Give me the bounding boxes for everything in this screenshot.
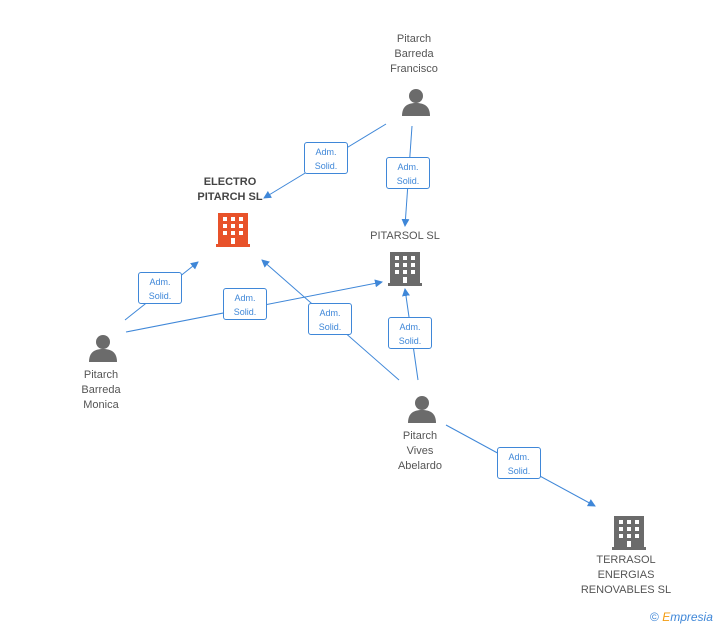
node-label: Pitarch Barreda Monica [81, 369, 121, 411]
edge-label: Adm. Solid. [223, 288, 267, 320]
empresia-logo[interactable]: © Empresia [650, 610, 713, 624]
edge-label-line: Solid. [148, 291, 172, 301]
edge-label-line: Solid. [507, 466, 531, 476]
edge-label-line: Adm. [149, 277, 171, 287]
edge-label-line: Adm. [399, 322, 421, 332]
node-francisco[interactable]: Pitarch Barreda Francisco [364, 32, 464, 77]
node-label: PITARSOL SL [370, 230, 440, 242]
node-terrasol[interactable]: TERRASOL ENERGIAS RENOVABLES SL [566, 553, 686, 598]
edge-label-line: Adm. [508, 452, 530, 462]
edge-label-line: Solid. [396, 176, 420, 186]
building-icon-electro [216, 213, 250, 247]
node-label: ELECTRO PITARCH SL [197, 176, 263, 203]
node-monica[interactable]: Pitarch Barreda Monica [51, 368, 151, 413]
person-icon-francisco [402, 89, 430, 116]
edge-label-line: Solid. [233, 307, 257, 317]
edge-label: Adm. Solid. [304, 142, 348, 174]
edge-label: Adm. Solid. [138, 272, 182, 304]
node-pitarsol[interactable]: PITARSOL SL [350, 229, 460, 244]
person-icon-monica [89, 335, 117, 362]
edge-label-line: Solid. [318, 322, 342, 332]
edge-label: Adm. Solid. [497, 447, 541, 479]
edge-label-line: Adm. [234, 293, 256, 303]
node-abelardo[interactable]: Pitarch Vives Abelardo [370, 429, 470, 474]
edge-label: Adm. Solid. [388, 317, 432, 349]
building-icon-terrasol [612, 516, 646, 550]
edge-label-line: Solid. [314, 161, 338, 171]
brand-initial: E [662, 610, 671, 624]
person-icon-abelardo [408, 396, 436, 423]
node-label: TERRASOL ENERGIAS RENOVABLES SL [580, 554, 672, 596]
node-electro-pitarch[interactable]: ELECTRO PITARCH SL [180, 175, 280, 205]
edge-label-line: Adm. [315, 147, 337, 157]
copyright-icon: © [650, 610, 659, 624]
edge-label-line: Solid. [398, 336, 422, 346]
node-label: Pitarch Barreda Francisco [390, 33, 438, 75]
node-label: Pitarch Vives Abelardo [397, 430, 443, 472]
edge-label: Adm. Solid. [386, 157, 430, 189]
edge-label-line: Adm. [319, 308, 341, 318]
building-icon-pitarsol [388, 252, 422, 286]
edge-label-line: Adm. [397, 162, 419, 172]
brand-name: mpresia [670, 610, 713, 624]
edge-label: Adm. Solid. [308, 303, 352, 335]
